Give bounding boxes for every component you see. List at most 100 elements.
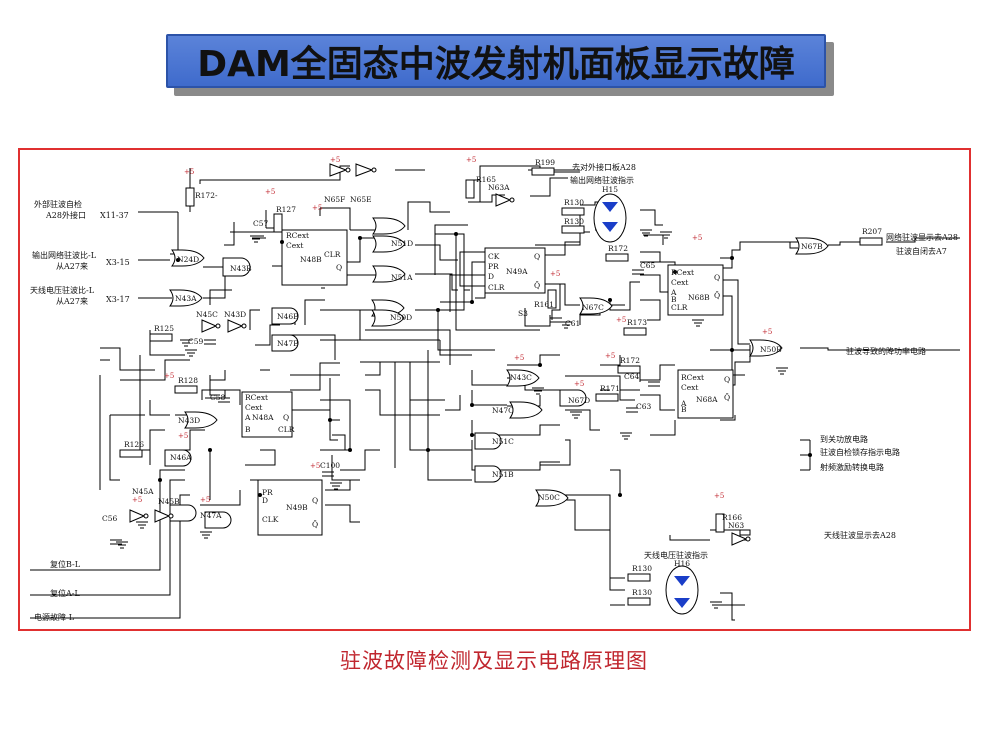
resistor-label: R173 xyxy=(627,318,647,327)
led-label: H15 xyxy=(602,185,618,194)
gate-label: N51B xyxy=(492,470,514,479)
gate-label: N45A xyxy=(132,487,154,496)
capacitor-label: C57 xyxy=(253,219,269,228)
pin-label: CLR xyxy=(671,303,688,312)
gate-label: N43C xyxy=(510,373,532,382)
capacitor-label: C65 xyxy=(640,261,656,270)
junction-dots xyxy=(158,232,812,497)
pin-label: RCext xyxy=(286,231,309,240)
ff-label: N49B xyxy=(286,503,308,512)
resistor-bodies xyxy=(119,167,883,606)
resistor-label: R172 xyxy=(620,356,640,365)
vcc-label: +5 xyxy=(466,156,476,164)
vcc-label: +5 xyxy=(550,270,560,278)
led-h16 xyxy=(665,565,699,615)
vcc-label: +5 xyxy=(692,234,702,242)
gate-label: N65E xyxy=(350,195,372,204)
io-label: 天线电压驻波指示 xyxy=(644,550,708,560)
gate-label: N47C xyxy=(492,406,514,415)
pin-label: Q̄ xyxy=(534,281,540,290)
vcc-label: +5 xyxy=(200,496,210,504)
io-label: 外部驻波自检 xyxy=(34,199,82,209)
io-label: 电源故障-L xyxy=(34,612,75,622)
resistor-label: R171 xyxy=(600,384,620,393)
io-label: 天线驻波显示去A28 xyxy=(824,530,896,540)
io-label: 复位B-L xyxy=(50,559,81,569)
pin-label: A xyxy=(680,399,687,408)
gate-label: N63A xyxy=(488,183,510,192)
gate-symbols xyxy=(129,163,829,546)
pin-label: PR xyxy=(488,262,499,271)
vcc-label: +5 xyxy=(184,168,194,176)
pin-label: RCext xyxy=(671,268,694,277)
capacitor-label: C58 xyxy=(210,393,226,402)
slide-title: DAM全固态中波发射机面板显示故障 xyxy=(197,44,795,85)
gate-label: N47A xyxy=(200,511,222,520)
gate-label: N51D xyxy=(391,239,413,248)
io-label: 输出网络驻波比-L xyxy=(32,250,97,260)
io-label: 输出网络驻波指示 xyxy=(570,175,634,185)
pin-label: CK xyxy=(488,252,500,261)
resistor-label: R161 xyxy=(534,300,554,309)
ff-label: N48B xyxy=(300,255,322,264)
io-label: X3-17 xyxy=(106,295,130,304)
pin-label: RCext xyxy=(245,393,268,402)
gate-label: N50C xyxy=(538,493,560,502)
vcc-label: +5 xyxy=(330,156,340,164)
capacitor-label: C59 xyxy=(188,337,204,346)
io-label: 驻波导致的降功率电路 xyxy=(846,346,926,356)
gate-label: N43B xyxy=(230,264,252,273)
io-label: 驻波自检锁存指示电路 xyxy=(820,447,900,457)
pin-label: CLR xyxy=(278,425,295,434)
gate-label: N67D xyxy=(568,396,590,405)
vcc-label: +5 xyxy=(762,328,772,336)
vcc-label: +5 xyxy=(616,316,626,324)
pin-label: B xyxy=(681,405,687,414)
pin-label: A xyxy=(670,288,677,297)
ground-symbols xyxy=(116,229,788,609)
gate-label: N45B xyxy=(158,497,180,506)
vcc-label: +5 xyxy=(714,492,724,500)
pin-label: A xyxy=(244,413,251,422)
resistor-label: R207 xyxy=(862,227,882,236)
gate-label: N63 xyxy=(728,521,744,530)
vcc-label: +5 xyxy=(312,204,322,212)
gate-label: N43A xyxy=(175,294,197,303)
pin-label: Q̄ xyxy=(312,520,318,529)
pin-label: D xyxy=(488,272,494,281)
ff-label: N68A xyxy=(696,395,718,404)
gate-label: N51A xyxy=(391,273,413,282)
io-label-group: 外部驻波自检 A28外接口 X11-37 输出网络驻波比-L 从A27来 X3-… xyxy=(30,162,958,622)
io-label: X3-15 xyxy=(106,258,130,267)
gate-label: N43D xyxy=(224,310,246,319)
pin-label: D xyxy=(262,496,268,505)
pin-label: Q xyxy=(336,263,342,272)
pin-label: Q xyxy=(534,252,540,261)
ff-label: N68B xyxy=(688,293,710,302)
io-label: 从A27来 xyxy=(56,297,88,306)
vcc-label: +5 xyxy=(132,496,142,504)
resistor-label: R130 xyxy=(564,217,584,226)
resistor-label: R199 xyxy=(535,158,555,167)
pin-label: CLR xyxy=(324,250,341,259)
pin-label: PR xyxy=(262,488,273,497)
gate-label: N65F xyxy=(324,195,345,204)
io-label: 从A27来 xyxy=(56,262,88,271)
resistor-label: R166 xyxy=(722,513,742,522)
pin-label: Q̄ xyxy=(714,291,720,300)
io-label: A28外接口 xyxy=(45,210,86,220)
pin-label: Cext xyxy=(671,278,688,287)
led-h15 xyxy=(593,193,627,243)
pin-label: Q̄ xyxy=(724,393,730,402)
vcc-label: +5 xyxy=(514,354,524,362)
gate-label: N24D xyxy=(177,255,199,264)
io-label: 天线电压驻波比-L xyxy=(30,285,95,295)
capacitor-label: C100 xyxy=(320,461,340,470)
ff-label: N48A xyxy=(252,413,274,422)
resistor-label: R130 xyxy=(632,564,652,573)
gate-label: N67C xyxy=(582,303,604,312)
gate-label: N67B xyxy=(801,242,823,251)
vcc-label: +5 xyxy=(178,432,188,440)
diagram-caption: 驻波故障检测及显示电路原理图 xyxy=(340,649,648,673)
ic-boxes xyxy=(241,229,734,536)
